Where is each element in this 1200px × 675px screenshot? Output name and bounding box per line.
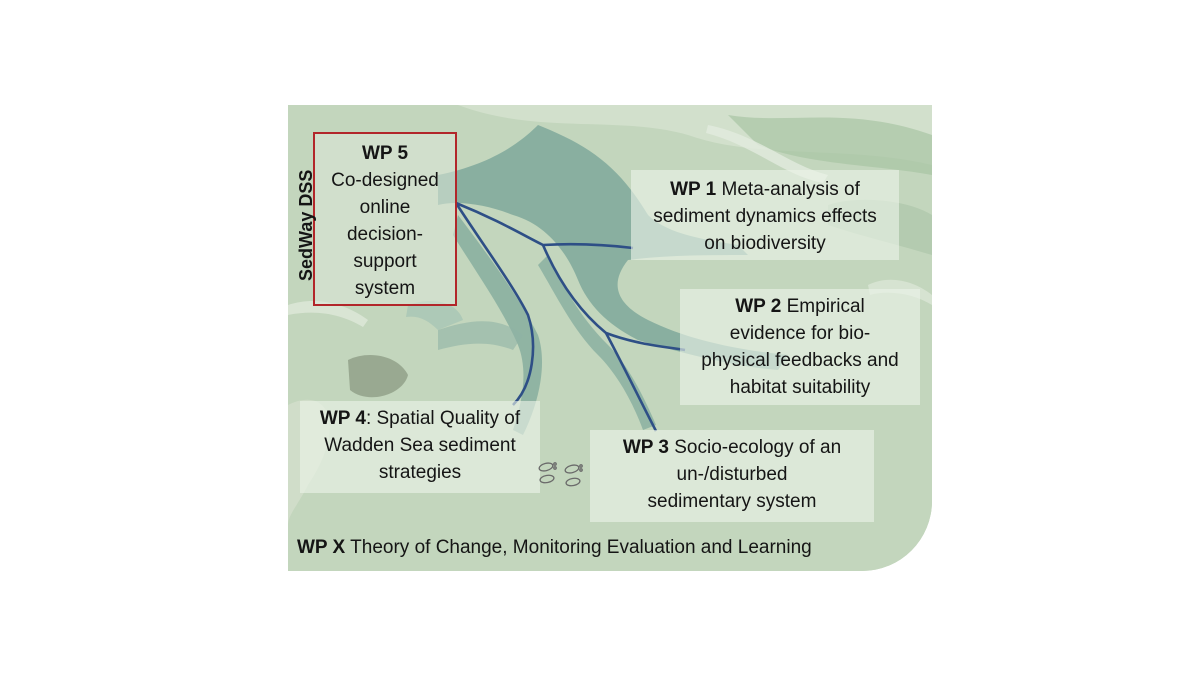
wp5-title: WP 5	[361, 143, 409, 164]
sedway-dss-label: SedWay DSS	[296, 169, 316, 281]
wpx-text: Theory of Change, Monitoring Evaluation …	[350, 537, 812, 558]
wpx-title: WP X	[297, 537, 346, 558]
wpx-label: WP X Theory of Change, Monitoring Evalua…	[297, 537, 812, 559]
wp3-line1: Socio-ecology of an	[674, 437, 842, 458]
wp4-line3: strategies	[378, 462, 462, 483]
wp4-title: WP 4	[319, 408, 366, 429]
connector-lines	[454, 201, 686, 432]
wp5-line2: online	[359, 197, 411, 218]
wp1-title: WP 1	[670, 179, 717, 200]
wp5-box: WP 5 Co-designed online decision- suppor…	[313, 132, 457, 306]
wp2-line3: physical feedbacks and	[701, 350, 899, 371]
wp5-line3: decision-	[346, 224, 424, 245]
wp5-line4: support	[353, 251, 417, 272]
wp1-line3: on biodiversity	[704, 233, 826, 254]
wp2-box: WP 2 Empirical evidence for bio- physica…	[680, 289, 920, 405]
diagram-panel: WP 5 Co-designed online decision- suppor…	[288, 105, 932, 571]
wp2-line1: Empirical	[786, 296, 865, 317]
wp5-line5: system	[354, 278, 416, 299]
wp4-line2: Wadden Sea sediment	[324, 435, 516, 456]
wp3-line3: sedimentary system	[647, 491, 817, 512]
wp2-title: WP 2	[735, 296, 782, 317]
wp3-box: WP 3 Socio-ecology of an un-/disturbed s…	[590, 430, 874, 522]
wp4-line1: : Spatial Quality of	[365, 408, 521, 429]
wp2-line4: habitat suitability	[729, 377, 871, 398]
wp1-line2: sediment dynamics effects	[653, 206, 877, 227]
wp5-line1: Co-designed	[331, 170, 439, 191]
wp3-line2: un-/disturbed	[676, 464, 788, 485]
wp4-box: WP 4: Spatial Quality of Wadden Sea sedi…	[300, 401, 540, 493]
footprints-icon	[538, 462, 583, 487]
wp1-line1: Meta-analysis of	[721, 179, 860, 200]
wp1-box: WP 1 Meta-analysis of sediment dynamics …	[631, 170, 899, 260]
wp3-title: WP 3	[622, 437, 669, 458]
wp2-line2: evidence for bio-	[729, 323, 871, 344]
